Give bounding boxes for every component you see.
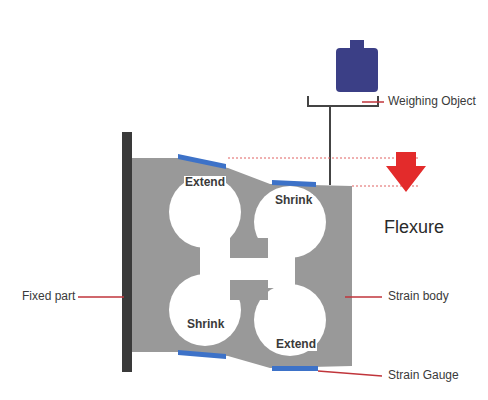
weight [336,48,378,92]
strain-body [132,158,352,368]
strain-state: Extend [275,338,317,351]
leader-lines [78,102,384,376]
tray [308,96,378,106]
part-label: Weighing Object [388,95,476,108]
part-label: Strain Gauge [388,369,459,382]
part-label: Fixed part [22,290,75,303]
part-label: Strain body [388,290,449,303]
body-holes [169,176,326,356]
body-neck [230,238,268,258]
strain-state: Extend [184,176,226,189]
strain-state: Shrink [186,318,225,331]
fixed-wall [122,132,132,372]
force-label: Flexure [384,218,444,238]
strain-gauges [178,154,318,371]
strain-state: Shrink [274,194,313,207]
flexure-arrow [386,152,426,192]
body-neck [230,280,268,300]
